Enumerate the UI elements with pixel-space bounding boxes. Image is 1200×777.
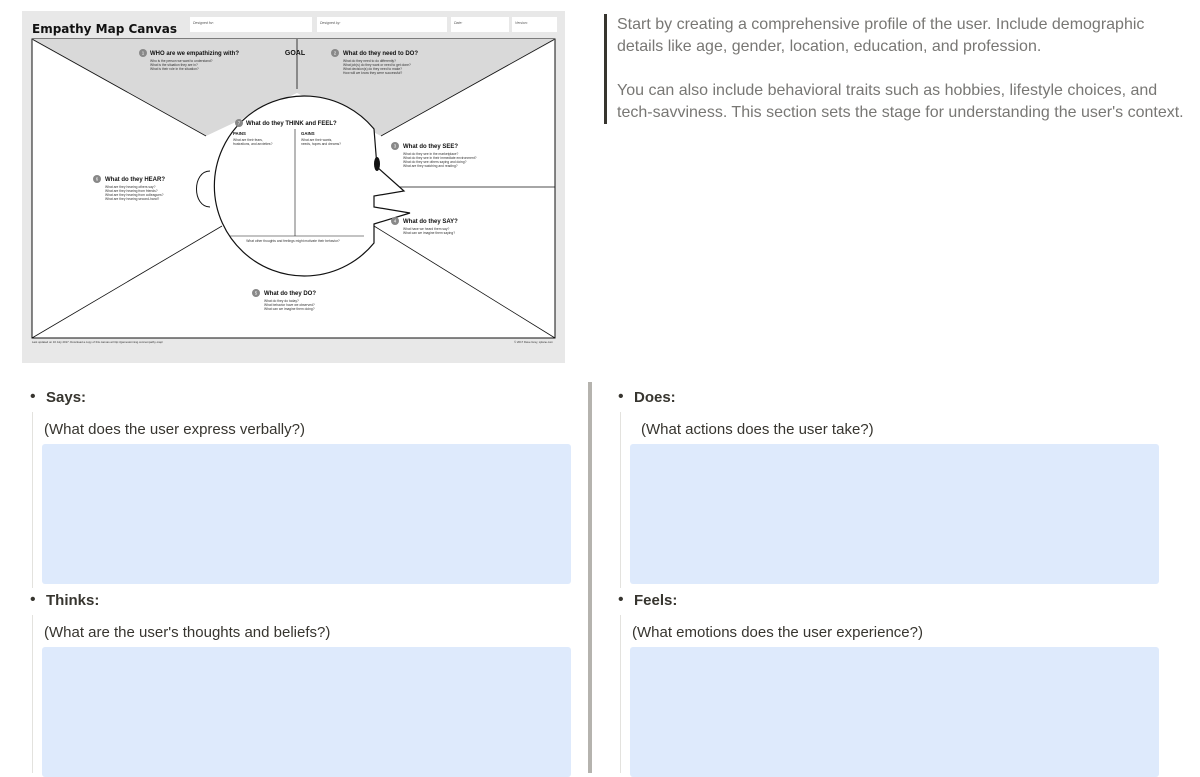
feels-indent-line xyxy=(620,615,621,773)
designed-by-label: Designed by: xyxy=(320,21,340,25)
says-prompt: (What does the user express verbally?) xyxy=(44,421,305,438)
feels-input-box[interactable] xyxy=(630,647,1159,777)
need-do-title: What do they need to DO? xyxy=(343,51,418,57)
feels-prompt: (What emotions does the user experience?… xyxy=(632,624,923,641)
svg-text:What behavior have we observed: What behavior have we observed? xyxy=(264,303,315,307)
svg-text:What is their role in the situ: What is their role in the situation? xyxy=(150,67,199,71)
svg-text:needs, hopes and dreams?: needs, hopes and dreams? xyxy=(301,142,341,146)
svg-text:What are they hearing from col: What are they hearing from colleagues? xyxy=(105,193,164,197)
svg-text:1: 1 xyxy=(142,51,145,56)
svg-text:What are their wants,: What are their wants, xyxy=(301,138,332,142)
feels-heading: Feels: xyxy=(618,591,677,609)
think-feel-bottom: What other thoughts and feelings might m… xyxy=(246,239,340,243)
designed-by-field xyxy=(317,17,447,32)
svg-text:Who is the person we want to u: Who is the person we want to understand? xyxy=(150,59,213,63)
section-5-badge xyxy=(252,289,260,297)
say-title: What do they SAY? xyxy=(403,219,458,225)
section-7-badge xyxy=(235,119,243,127)
date-label: Date: xyxy=(454,21,462,25)
eye-shape xyxy=(374,157,380,171)
section-3-badge xyxy=(391,142,399,150)
svg-text:4: 4 xyxy=(394,219,397,224)
pains-label: PAINS xyxy=(233,131,246,136)
section-2-badge xyxy=(331,49,339,57)
does-input-box[interactable] xyxy=(630,444,1159,584)
svg-text:What are their fears,: What are their fears, xyxy=(233,138,263,142)
column-divider[interactable] xyxy=(588,382,592,773)
svg-text:7: 7 xyxy=(238,121,241,126)
hear-title: What do they HEAR? xyxy=(105,177,165,183)
svg-text:What do they see in their imme: What do they see in their immediate envi… xyxy=(403,156,477,160)
svg-text:6: 6 xyxy=(96,177,99,182)
says-input-box[interactable] xyxy=(42,444,571,584)
svg-text:What are they hearing others s: What are they hearing others say? xyxy=(105,185,156,189)
svg-text:What are they hearing second-h: What are they hearing second-hand? xyxy=(105,197,159,201)
svg-text:What do they need to do differ: What do they need to do differently? xyxy=(343,59,396,63)
head-outline xyxy=(213,95,411,277)
thinks-input-box[interactable] xyxy=(42,647,571,777)
designed-for-label: Designed for: xyxy=(193,21,214,25)
does-heading: Does: xyxy=(618,388,676,406)
empathy-map-title: Empathy Map Canvas xyxy=(32,22,177,36)
svg-text:2: 2 xyxy=(334,51,337,56)
footer-left: Last updated on 16 July 2017. Download a… xyxy=(32,340,163,344)
callout-block: Start by creating a comprehensive profil… xyxy=(604,14,1187,124)
does-indent-line xyxy=(620,412,621,588)
svg-text:What is the situation they are: What is the situation they are in? xyxy=(150,63,198,67)
empathy-map-svg: Empathy Map Canvas Designed for: Designe… xyxy=(31,17,557,344)
version-label: Version: xyxy=(515,21,528,25)
svg-text:How will we know they were suc: How will we know they were successful? xyxy=(343,71,402,75)
svg-text:What can we imagine them sayin: What can we imagine them saying? xyxy=(403,231,455,235)
empathy-map-image: Empathy Map Canvas Designed for: Designe… xyxy=(22,11,565,363)
date-field xyxy=(451,17,509,32)
who-title: WHO are we empathizing with? xyxy=(150,51,239,57)
thinks-prompt: (What are the user's thoughts and belief… xyxy=(44,624,331,641)
thinks-heading: Thinks: xyxy=(30,591,99,609)
designed-for-field xyxy=(190,17,312,32)
svg-text:What do they see in the market: What do they see in the marketplace? xyxy=(403,152,459,156)
svg-text:frustrations, and anxieties?: frustrations, and anxieties? xyxy=(233,142,273,146)
svg-text:What are they hearing from fri: What are they hearing from friends? xyxy=(105,189,158,193)
svg-text:5: 5 xyxy=(255,291,258,296)
svg-text:What do they see others saying: What do they see others saying and doing… xyxy=(403,160,467,164)
svg-text:What are they watching and rea: What are they watching and reading? xyxy=(403,164,458,168)
svg-text:What can we imagine them doing: What can we imagine them doing? xyxy=(264,307,315,311)
see-title: What do they SEE? xyxy=(403,144,458,150)
svg-text:3: 3 xyxy=(394,144,397,149)
goal-label: GOAL xyxy=(285,50,306,57)
do-title: What do they DO? xyxy=(264,291,316,297)
does-prompt: (What actions does the user take?) xyxy=(641,421,874,438)
version-field xyxy=(512,17,557,32)
section-6-badge xyxy=(93,175,101,183)
svg-text:What decision(s) do they need: What decision(s) do they need to make? xyxy=(343,67,402,71)
callout-paragraph-2: You can also include behavioral traits s… xyxy=(617,82,1184,121)
section-1-badge xyxy=(139,49,147,57)
right-column: Does: (What actions does the user take?)… xyxy=(610,382,1170,777)
think-feel-title: What do they THINK and FEEL? xyxy=(246,121,337,127)
ear-shape xyxy=(196,170,211,208)
callout-paragraph-1: Start by creating a comprehensive profil… xyxy=(617,16,1145,55)
svg-text:What do they do today?: What do they do today? xyxy=(264,299,299,303)
svg-text:What job(s) do they want or ne: What job(s) do they want or need to get … xyxy=(343,63,411,67)
left-column: Says: (What does the user express verbal… xyxy=(22,382,580,777)
section-4-badge xyxy=(391,217,399,225)
says-heading: Says: xyxy=(30,388,86,406)
thinks-indent-line xyxy=(32,615,33,773)
gains-label: GAINS xyxy=(301,131,315,136)
footer-right: © 2017 Dave Gray, xplane.com xyxy=(514,340,554,344)
says-indent-line xyxy=(32,412,33,588)
svg-text:What have we heard them say?: What have we heard them say? xyxy=(403,227,450,231)
